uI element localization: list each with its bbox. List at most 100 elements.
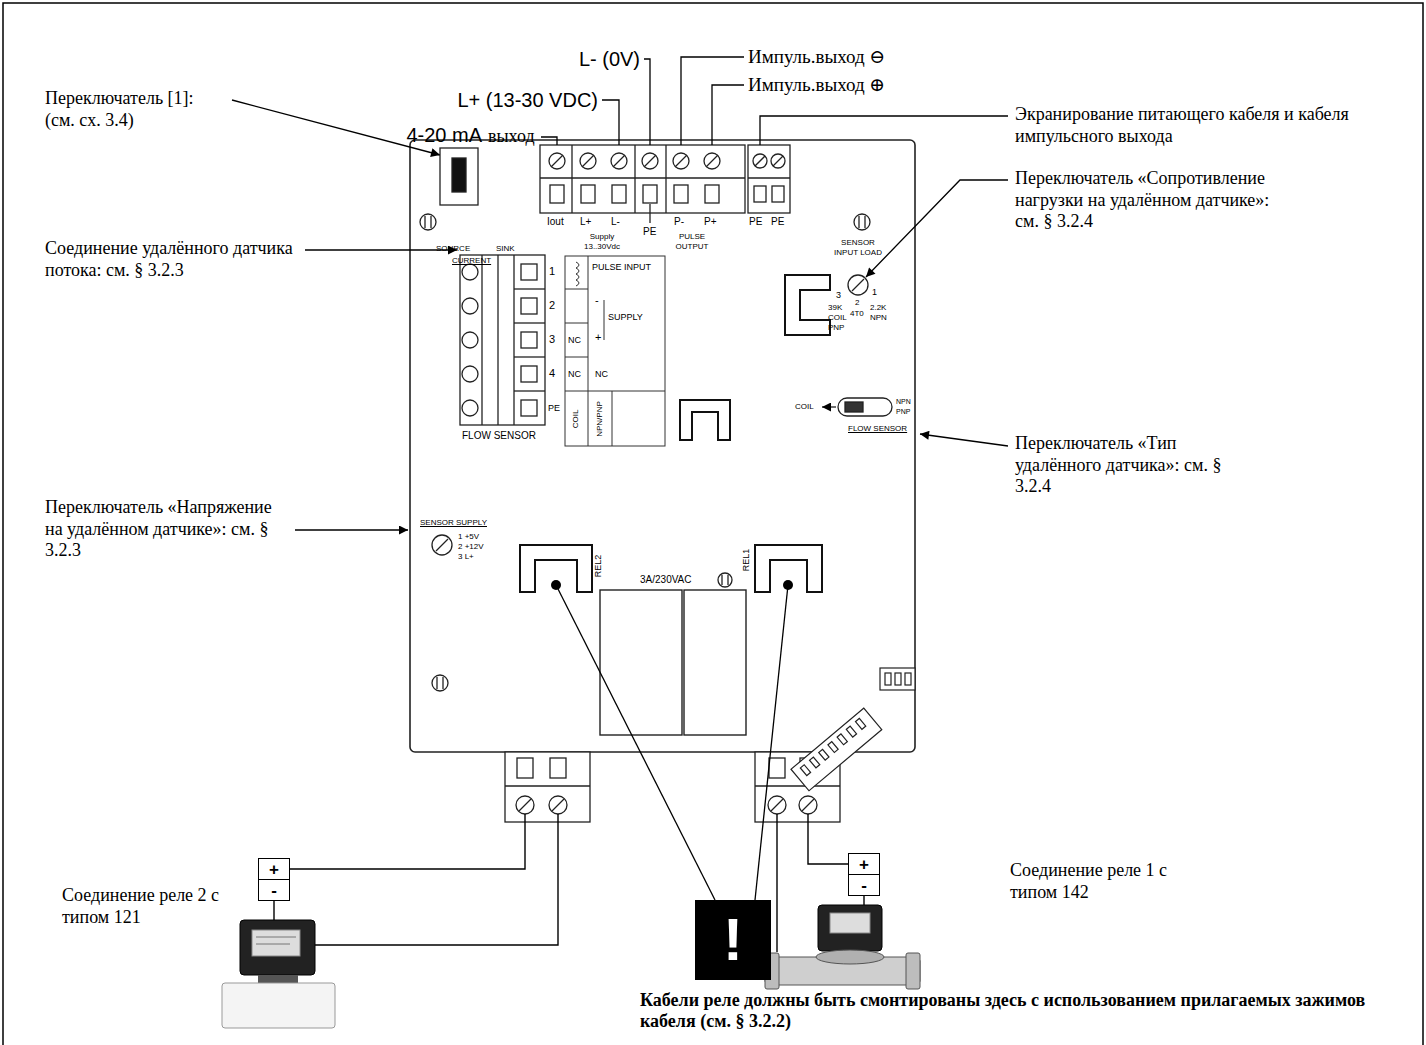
terminal-block <box>755 156 765 166</box>
relay-terminal-block <box>771 799 783 811</box>
sensor-terminal-block <box>460 255 545 425</box>
solenoid-valve <box>252 930 300 956</box>
board-label: SENSOR SUPPLY <box>420 518 487 528</box>
relay-terminal-block <box>799 796 817 814</box>
relay-terminal-block <box>550 758 566 778</box>
board-cutout <box>520 545 592 592</box>
sensor-terminal-block <box>462 400 478 416</box>
edge-connector <box>885 673 891 685</box>
pin-number: 4 <box>549 367 555 380</box>
leader-line <box>541 57 1008 145</box>
leader-line <box>712 85 744 145</box>
pin-label: PE <box>771 216 784 228</box>
callout-note: Переключатель «Сопротивление нагрузки на… <box>1015 168 1285 233</box>
relay <box>600 590 682 735</box>
polarity-box: - <box>848 874 880 896</box>
wire <box>863 896 864 905</box>
polarity-sign: + <box>859 856 869 873</box>
sensor-terminal-block <box>514 390 545 391</box>
switch-position: 1 +5V <box>458 532 479 542</box>
relay-terminal-block <box>769 758 785 778</box>
terminal-block <box>571 145 572 213</box>
terminal-block <box>665 145 666 213</box>
relay-terminal-block <box>552 799 564 811</box>
wire <box>274 814 864 952</box>
solenoid-valve <box>240 920 315 975</box>
terminal-block <box>753 154 767 168</box>
terminal-block <box>705 185 719 203</box>
wire <box>290 814 525 869</box>
callout-arrow <box>920 434 1008 446</box>
signal-callout: 4-20 mA <box>406 123 482 147</box>
edge-connector <box>895 673 901 685</box>
solenoid-valve <box>816 950 884 964</box>
mounting-hole <box>436 677 437 689</box>
edge-connector <box>905 673 911 685</box>
board-label: SINK <box>496 244 515 254</box>
silkscreen-table <box>565 256 665 446</box>
polarity-sign: - <box>271 882 277 899</box>
slide-switch <box>845 402 863 412</box>
slide-switch <box>822 406 836 407</box>
angled-connector <box>800 765 810 776</box>
pin-number: 2 <box>549 299 555 312</box>
solenoid-valve <box>830 913 870 933</box>
signal-callout: Импуль.выход ⊕ <box>748 74 885 97</box>
sensor-terminal-block <box>462 298 478 314</box>
board-label: FLOW SENSOR <box>848 424 907 434</box>
board-cutout <box>680 400 730 440</box>
board-label: Supply 13..30Vdc <box>578 232 626 251</box>
relay-terminal-block <box>516 796 534 814</box>
angled-connector <box>837 734 847 745</box>
terminal-block <box>611 153 627 169</box>
sensor-terminal-block <box>514 288 545 289</box>
mounting-hole <box>727 575 728 585</box>
switch-position: PNP <box>896 408 910 416</box>
terminal-block <box>581 185 595 203</box>
callout-arrow <box>866 180 1008 277</box>
angled-connector <box>855 718 865 729</box>
board-label: SUPPLY <box>608 312 643 323</box>
polarity-box: + <box>258 858 290 880</box>
callout-note: Соединение реле 1 с типом 142 <box>1010 860 1190 903</box>
switch-position: 2 <box>855 298 859 308</box>
board-label: NPN/PNP <box>595 401 605 437</box>
relay <box>600 590 746 735</box>
terminal-block <box>642 153 658 169</box>
terminal-block <box>748 177 790 178</box>
relay-terminal-block <box>802 799 814 811</box>
leader-line <box>541 137 557 145</box>
silkscreen-table <box>565 357 588 358</box>
solenoid-valve <box>818 905 882 951</box>
mounting-hole <box>420 214 436 230</box>
mounting-hole <box>442 677 443 689</box>
sensor-terminal-block <box>521 264 537 280</box>
wire <box>808 814 848 864</box>
switch-position: 1 <box>872 287 877 298</box>
switch-position: 3 L+ <box>458 552 474 562</box>
relay-terminal-block <box>505 752 590 822</box>
signal-callout: L+ (13-30 VDC) <box>457 88 598 112</box>
silkscreen-table <box>604 300 605 340</box>
board-label: SENSOR INPUT LOAD <box>831 238 885 257</box>
output-switch <box>440 148 478 205</box>
terminal-block <box>612 185 626 203</box>
board-label: FLOW SENSOR <box>462 430 536 442</box>
relay-terminal-block <box>519 799 531 811</box>
pin-number: 1 <box>549 265 555 278</box>
relay-terminal-block <box>505 785 590 786</box>
warning-line <box>755 585 788 900</box>
silkscreen-table <box>565 256 665 446</box>
board-cutout <box>755 545 822 592</box>
sensor-terminal-block <box>521 400 537 416</box>
mounting-hole <box>718 573 732 587</box>
warning-note: Кабели реле должны быть смонтированы зде… <box>640 990 1420 1032</box>
polarity-box: + <box>848 853 880 875</box>
wire <box>776 814 777 952</box>
relay-terminal-block <box>549 796 567 814</box>
callout-note: Экранирование питающего кабеля и кабеля … <box>1015 104 1375 147</box>
callout-note: Соединение удалённого датчика потока: см… <box>45 238 295 281</box>
relay-terminal-block <box>505 752 840 822</box>
silkscreen-table <box>576 262 579 286</box>
callout-arrow <box>305 249 457 250</box>
